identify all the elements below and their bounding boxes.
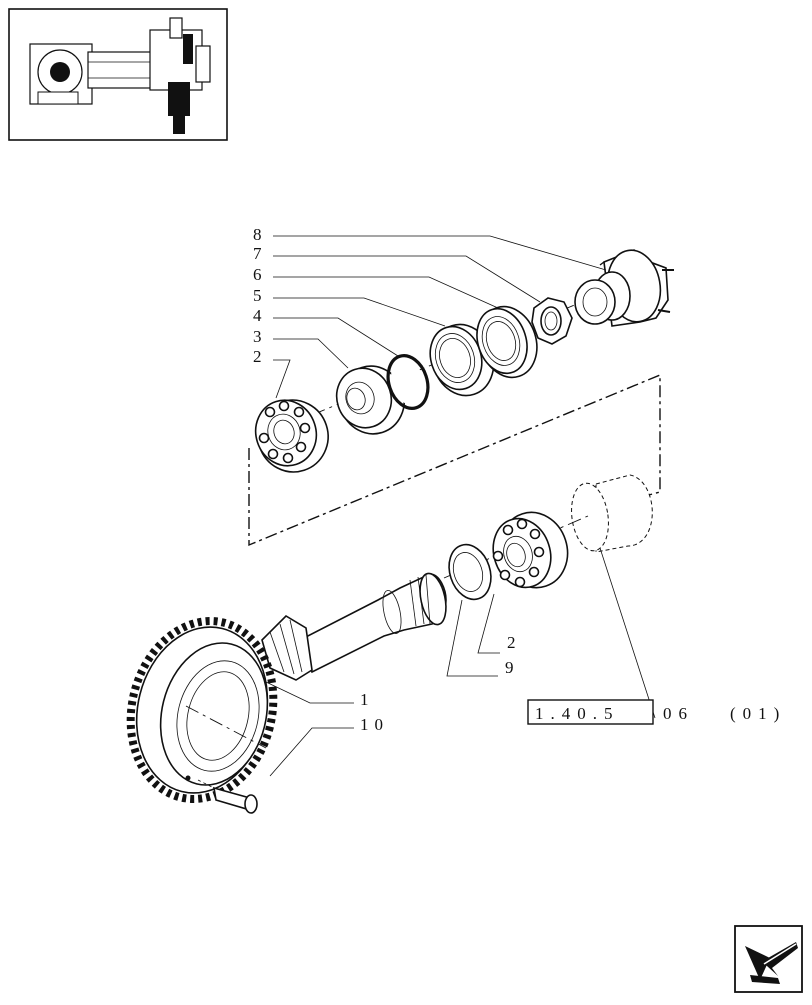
callout-2-lower: 2	[507, 633, 516, 652]
snap-ring-4	[386, 354, 430, 410]
axle-assembly-icon	[29, 17, 211, 134]
bolt-10	[197, 779, 258, 814]
callout-5: 5	[253, 286, 262, 305]
bearing-2-lower	[492, 511, 569, 589]
callout-7: 7	[253, 244, 262, 263]
next-page-button[interactable]	[734, 925, 803, 993]
nut-7	[531, 297, 573, 345]
pinion-shaft-1	[261, 572, 447, 681]
washer-9	[448, 543, 492, 601]
callout-9: 9	[505, 658, 514, 677]
spacer-sleeve	[571, 474, 653, 553]
callout-8: 8	[253, 225, 262, 244]
reference-code: 1.40.5 06 (01)	[527, 699, 786, 725]
callout-1: 1	[360, 690, 369, 709]
reference-suffix: 06	[663, 704, 694, 723]
leader-lines-upper	[273, 235, 607, 399]
callout-labels-lower: 2 9 1 10	[360, 633, 516, 734]
callout-labels-upper: 8 7 6 5 4 3 2	[253, 225, 262, 366]
next-page-arrow-icon	[745, 942, 798, 984]
leader-lines-lower	[265, 547, 656, 777]
flange-8	[574, 249, 674, 327]
callout-6: 6	[253, 265, 262, 284]
assembly-outline	[248, 373, 661, 547]
reference-code-number: 1.40.5	[535, 704, 620, 723]
ring-gear-1	[126, 617, 278, 803]
bearing-2-upper	[254, 399, 329, 473]
callout-3: 3	[253, 327, 262, 346]
callout-2-upper: 2	[253, 347, 262, 366]
bearing-cup-6	[476, 305, 538, 379]
callout-10: 10	[360, 715, 389, 734]
reference-revision: (01)	[730, 704, 786, 723]
callout-4: 4	[253, 306, 262, 325]
assembly-thumbnail[interactable]	[8, 8, 228, 141]
